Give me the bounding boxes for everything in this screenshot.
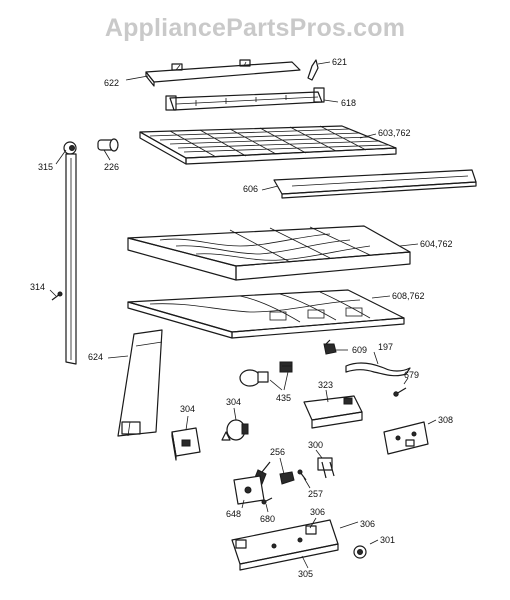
callout-306-lower: 306 [360, 519, 376, 529]
part-621-clip [307, 59, 319, 81]
callout-306-upper: 306 [310, 507, 326, 517]
part-604-frame [127, 225, 411, 281]
callout-300: 300 [308, 440, 324, 450]
part-680-screw [261, 497, 273, 505]
watermark-text: AppliancePartsPros.com [104, 14, 406, 42]
part-679-screw [393, 387, 407, 397]
part-305-panel [231, 519, 339, 571]
callout-257: 257 [308, 489, 324, 499]
part-304-knob [221, 419, 249, 441]
part-314-screw [51, 291, 63, 301]
callout-621: 621 [332, 57, 348, 67]
callout-624: 624 [88, 352, 104, 362]
leader-lines [49, 61, 437, 569]
part-603-wire-shelf [139, 125, 397, 165]
callout-323: 323 [318, 380, 334, 390]
part-608-pan [127, 289, 405, 339]
callout-305: 305 [298, 569, 314, 579]
part-606-trim [273, 169, 477, 199]
part-304-block [171, 427, 201, 461]
part-308-plate [383, 421, 429, 455]
part-648-switch [233, 475, 265, 505]
callout-618: 618 [341, 98, 357, 108]
part-323-bracket [303, 395, 363, 429]
part-609-clip [323, 339, 337, 355]
callout-226: 226 [104, 162, 120, 172]
part-435-lamps [239, 361, 293, 387]
part-624-housing [117, 329, 163, 437]
callout-609: 609 [352, 345, 368, 355]
callout-315: 315 [38, 162, 54, 172]
callout-304-block: 304 [180, 404, 196, 414]
part-226-fitting [97, 138, 119, 152]
part-300-thermostat [317, 457, 335, 479]
callout-314: 314 [30, 282, 46, 292]
callout-308: 308 [438, 415, 454, 425]
callout-606: 606 [243, 184, 259, 194]
callout-608-762: 608,762 [392, 291, 425, 301]
callout-604-762: 604,762 [420, 239, 453, 249]
callout-435: 435 [276, 393, 292, 403]
callout-301: 301 [380, 535, 396, 545]
part-257-screw [297, 469, 307, 481]
part-301-nut [353, 545, 367, 559]
callout-648: 648 [226, 509, 242, 519]
part-switch-small [279, 471, 295, 485]
callout-679: 679 [404, 370, 420, 380]
part-618-rail [165, 87, 325, 111]
part-315-rod [63, 141, 77, 365]
callout-603-762: 603,762 [378, 128, 411, 138]
callout-680: 680 [260, 514, 276, 524]
callout-304-knob: 304 [226, 397, 242, 407]
part-622-cover [145, 59, 301, 87]
callout-256: 256 [270, 447, 286, 457]
callout-622: 622 [104, 78, 120, 88]
part-197-strip [345, 362, 411, 377]
callout-197: 197 [378, 342, 394, 352]
